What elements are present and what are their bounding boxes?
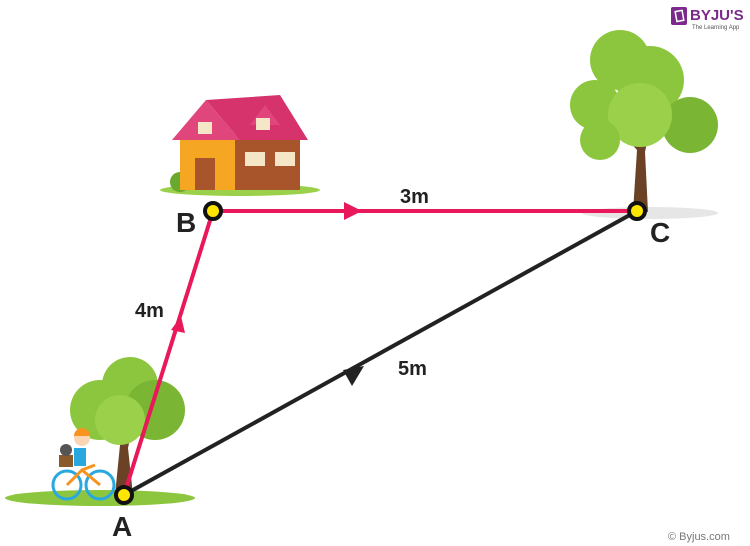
house-icon — [160, 95, 320, 196]
distance-ab: 4m — [135, 300, 164, 322]
point-c — [627, 201, 647, 221]
path-ab — [122, 210, 215, 496]
displacement-ac — [123, 209, 638, 497]
arrow-ab-icon — [171, 316, 185, 333]
logo-brand: BYJU'S — [690, 7, 744, 24]
copyright: © Byjus.com — [668, 531, 730, 543]
arrow-ac-icon — [343, 366, 364, 386]
tree-c-icon — [570, 30, 718, 219]
label-b: B — [176, 207, 196, 238]
distance-bc: 3m — [400, 186, 429, 208]
point-a — [114, 485, 134, 505]
byjus-logo: BYJU'S The Learning App — [671, 7, 744, 31]
label-a: A — [112, 511, 132, 542]
arrow-bc-icon — [344, 202, 362, 220]
logo-tagline: The Learning App — [692, 25, 740, 31]
label-c: C — [650, 217, 670, 248]
distance-ac: 5m — [398, 358, 427, 380]
cyclist-icon — [51, 428, 116, 501]
point-b — [203, 201, 223, 221]
